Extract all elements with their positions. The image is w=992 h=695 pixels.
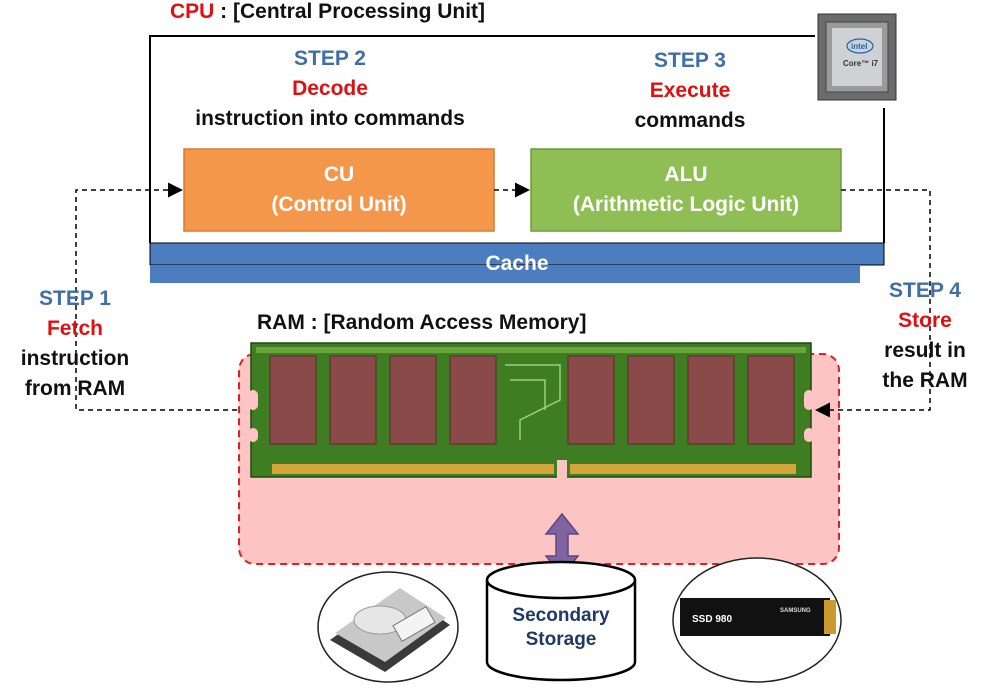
secondary-storage-line1: Secondary xyxy=(512,605,610,626)
secondary-storage-label: Secondary Storage xyxy=(487,604,635,652)
cpu-title-prefix: CPU xyxy=(170,0,215,23)
step3-description: commands xyxy=(634,109,746,132)
step1-description-line1: instruction xyxy=(20,347,130,370)
step3-number: STEP 3 xyxy=(654,49,726,72)
store-path xyxy=(815,189,931,418)
secondary-storage-line2: Storage xyxy=(525,629,597,650)
step2-action: Decode xyxy=(292,77,368,100)
alu-box: ALU (Arithmetic Logic Unit) xyxy=(531,149,841,231)
svg-text:Core™ i7: Core™ i7 xyxy=(843,59,879,68)
intel-core-i7-chip-image: intel Core™ i7 xyxy=(817,13,897,101)
step1-description-line2: from RAM xyxy=(24,377,126,400)
step4-description-line2: the RAM xyxy=(882,369,968,392)
ram-title: RAM : [Random Access Memory] xyxy=(257,311,587,334)
ram-module-image xyxy=(248,342,814,478)
cache-bar-lower xyxy=(150,265,860,283)
svg-text:intel: intel xyxy=(851,42,867,51)
cu-box-shape xyxy=(183,148,495,232)
step1-action: Fetch xyxy=(46,317,103,340)
svg-text:SAMSUNG: SAMSUNG xyxy=(780,608,811,614)
step3-label: STEP 3 Execute commands xyxy=(600,46,780,136)
alu-subtitle: (Arithmetic Logic Unit) xyxy=(572,193,800,216)
fetch-path xyxy=(75,182,237,411)
alu-title: ALU xyxy=(664,163,708,186)
cu-box: CU (Control Unit) xyxy=(184,149,494,231)
svg-text:SSD 980: SSD 980 xyxy=(692,614,732,625)
ssd-image: SSD 980 SAMSUNG xyxy=(672,557,842,683)
secondary-storage-cylinder xyxy=(485,560,637,682)
step3-action: Execute xyxy=(649,79,731,102)
step2-description: instruction into commands xyxy=(195,107,465,130)
hdd-image xyxy=(317,571,459,683)
cu-title: CU xyxy=(323,163,355,186)
step4-number: STEP 4 xyxy=(889,279,961,302)
step2-number: STEP 2 xyxy=(294,47,366,70)
cpu-frame xyxy=(149,35,885,243)
cache-label-box: Cache xyxy=(150,248,884,280)
step2-label: STEP 2 Decode instruction into commands xyxy=(150,44,510,134)
step4-description-line1: result in xyxy=(884,339,966,362)
alu-box-shape xyxy=(530,148,842,232)
step1-number: STEP 1 xyxy=(39,287,111,310)
step4-label: STEP 4 Store result in the RAM xyxy=(858,276,992,396)
step1-label: STEP 1 Fetch instruction from RAM xyxy=(0,284,150,404)
step4-action: Store xyxy=(898,309,952,332)
cpu-title-rest: : [Central Processing Unit] xyxy=(214,0,486,23)
cache-label: Cache xyxy=(485,252,549,275)
cpu-title: CPU : [Central Processing Unit] xyxy=(170,0,485,24)
cu-subtitle: (Control Unit) xyxy=(271,193,407,216)
